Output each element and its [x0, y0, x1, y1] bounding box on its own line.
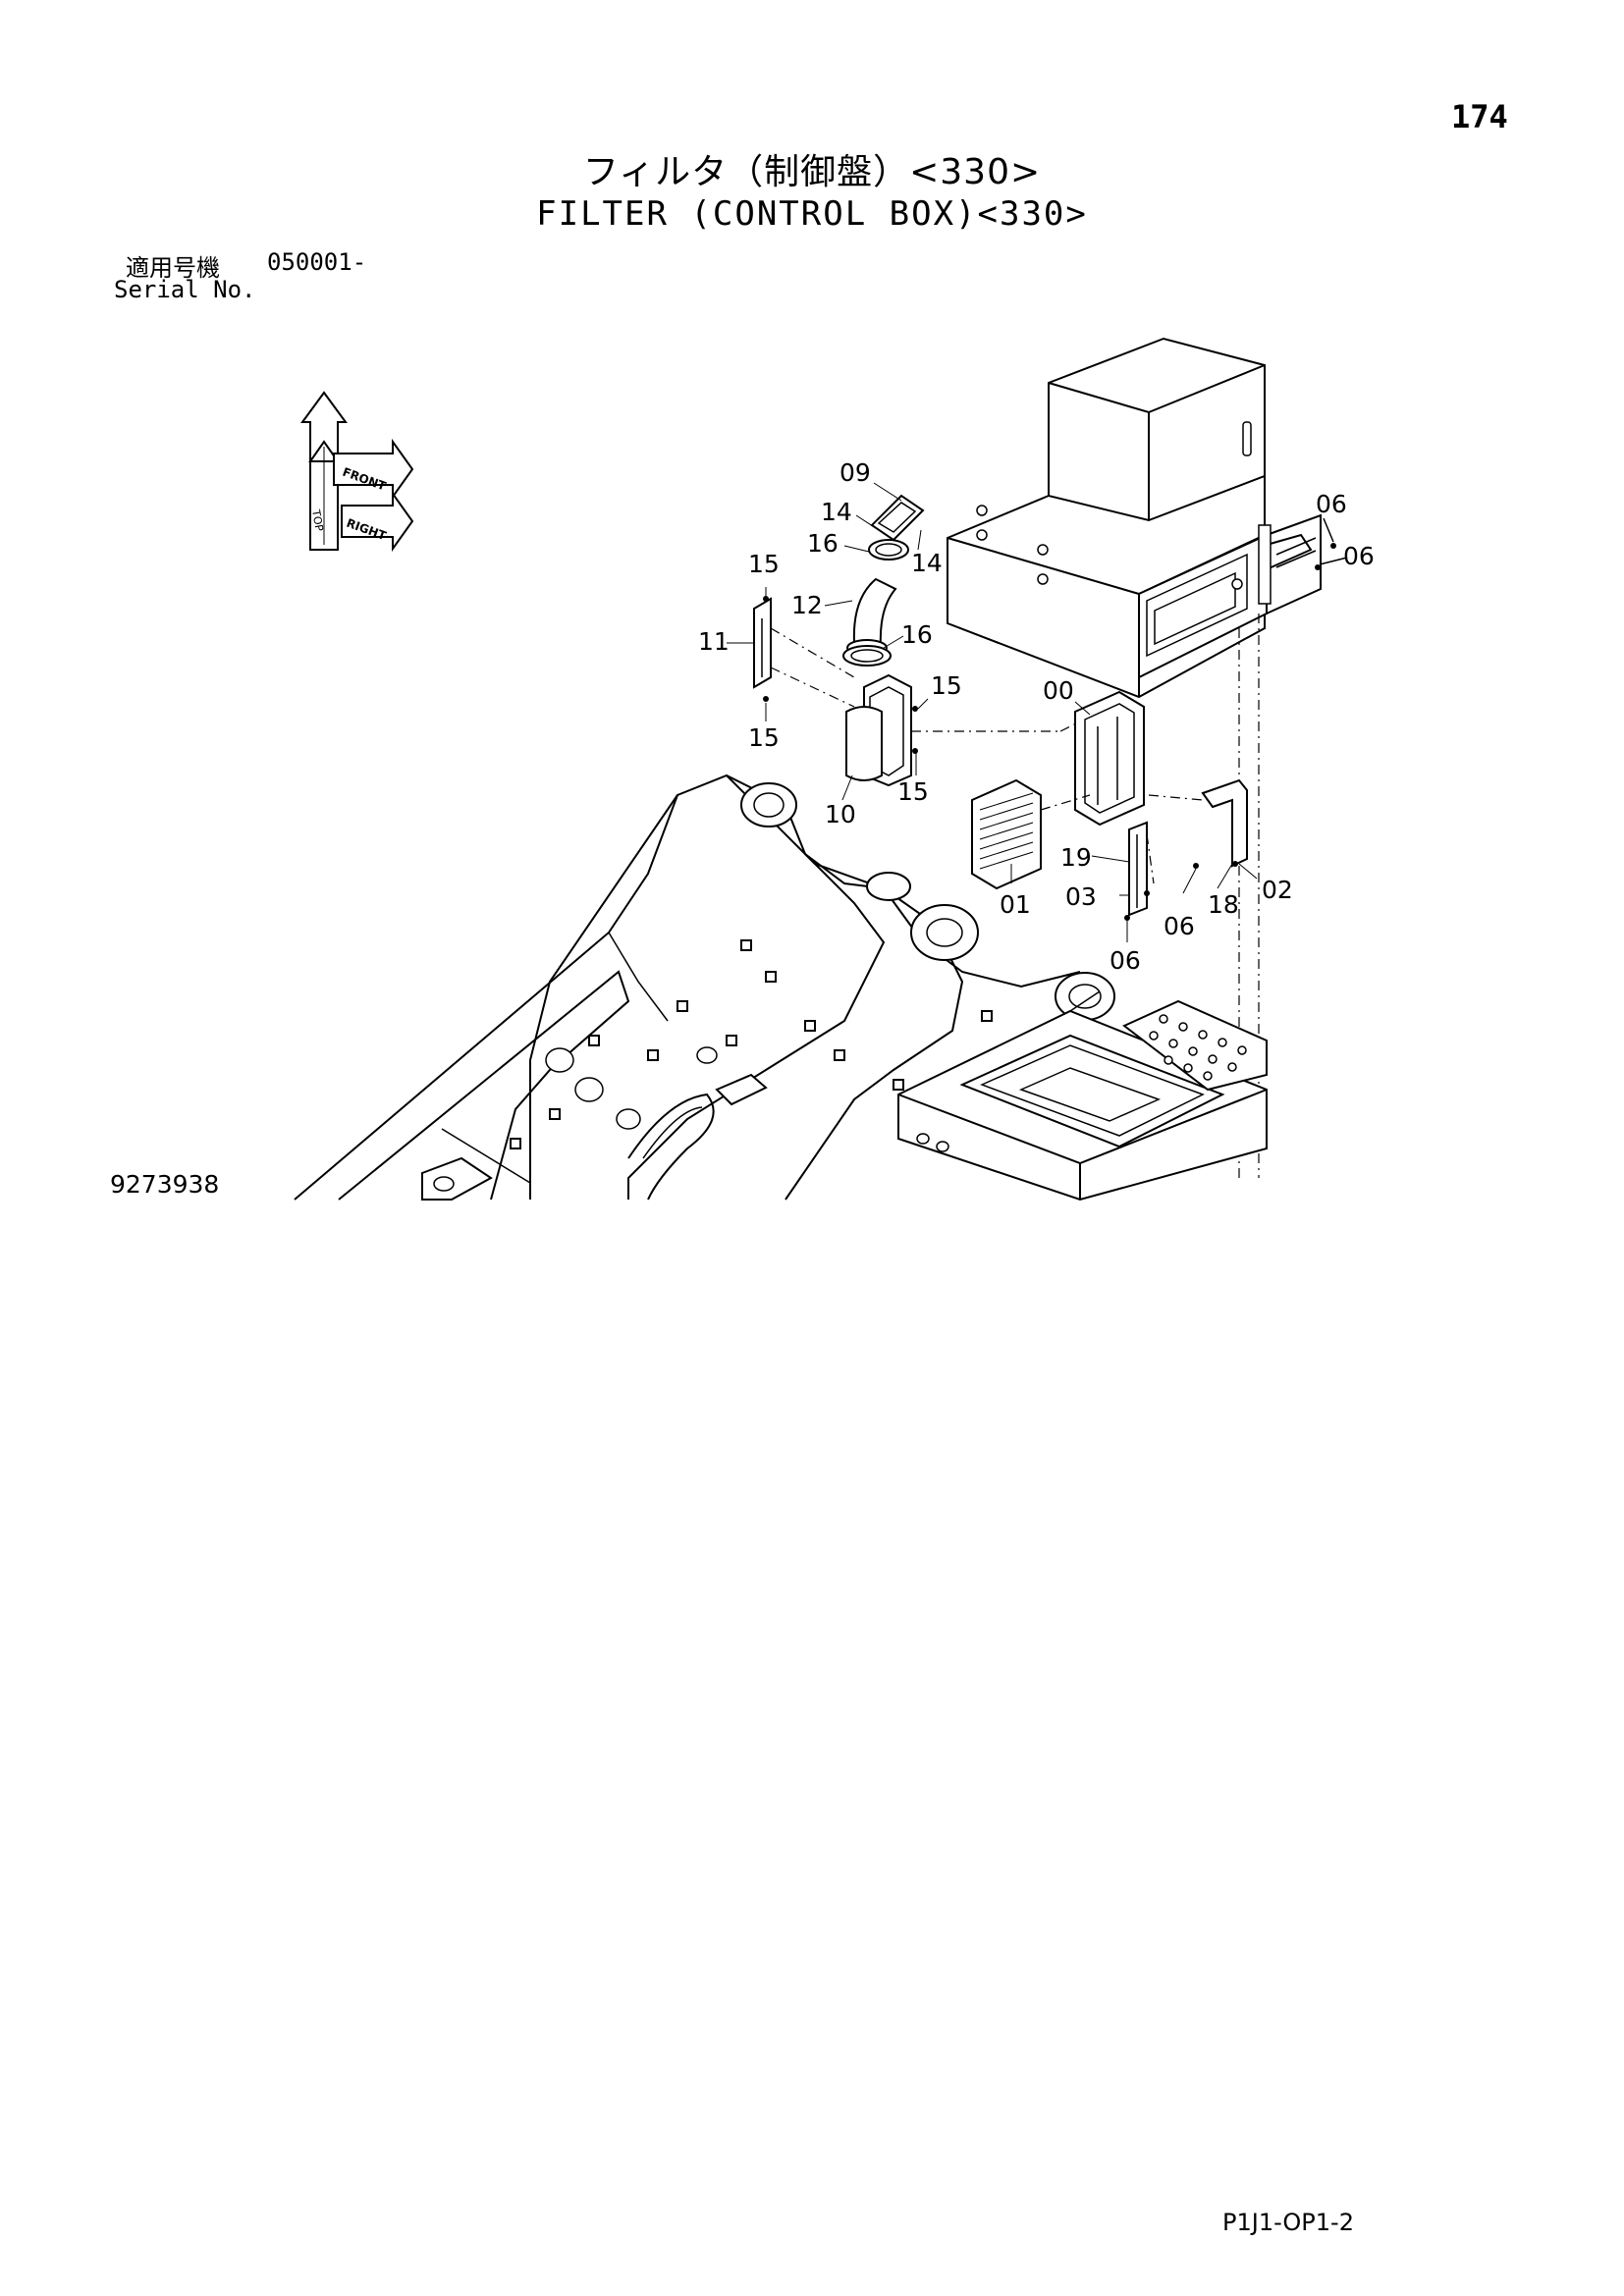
orientation-arrows-icon: TOP FRONT RIGHT — [300, 391, 414, 553]
callout-10: 10 — [825, 800, 856, 828]
callout-15-upper-left: 15 — [748, 550, 780, 578]
serial-number-value: 050001- — [267, 248, 367, 276]
title-japanese: フィルタ（制御盤）<330> — [582, 152, 1042, 192]
leader-lines — [727, 482, 1258, 942]
callout-02: 02 — [1262, 876, 1293, 904]
control-box-drawing — [947, 337, 1348, 1178]
callout-09: 09 — [839, 458, 871, 487]
callout-16-lower: 16 — [901, 620, 933, 649]
callout-01: 01 — [1000, 890, 1031, 919]
callout-03: 03 — [1065, 882, 1097, 911]
callout-labels: 09 14 14 16 15 12 11 16 15 15 15 10 00 0… — [698, 458, 1375, 975]
callout-18: 18 — [1208, 890, 1239, 919]
callout-14-left: 14 — [821, 498, 852, 526]
callout-14-right: 14 — [911, 549, 943, 577]
callout-06-lower: 06 — [1110, 946, 1141, 975]
callout-12: 12 — [791, 591, 823, 619]
callout-00: 00 — [1043, 676, 1074, 705]
title-english: FILTER (CONTROL BOX)<330> — [536, 194, 1088, 234]
footer-code: P1J1-OP1-2 — [1222, 2209, 1354, 2236]
callout-06-upper: 06 — [1316, 490, 1347, 518]
serial-label-japanese: 適用号機 — [126, 254, 220, 282]
callout-16-upper: 16 — [807, 529, 839, 558]
callout-15-right: 15 — [931, 671, 962, 700]
callout-19: 19 — [1060, 843, 1092, 872]
step-box-drawing — [897, 990, 1268, 1201]
callout-15-lower: 15 — [897, 777, 929, 806]
callout-06-upper-right: 06 — [1343, 542, 1375, 570]
callout-06-lower-mid: 06 — [1164, 912, 1195, 940]
callout-11: 11 — [698, 627, 730, 656]
serial-label-english: Serial No. — [114, 276, 256, 303]
diagram-code: 9273938 — [110, 1170, 220, 1199]
duct-parts-drawing — [753, 494, 1248, 921]
orientation-label-top: TOP — [309, 507, 326, 532]
callout-15-lower-left: 15 — [748, 723, 780, 752]
page-number: 174 — [1451, 98, 1508, 135]
